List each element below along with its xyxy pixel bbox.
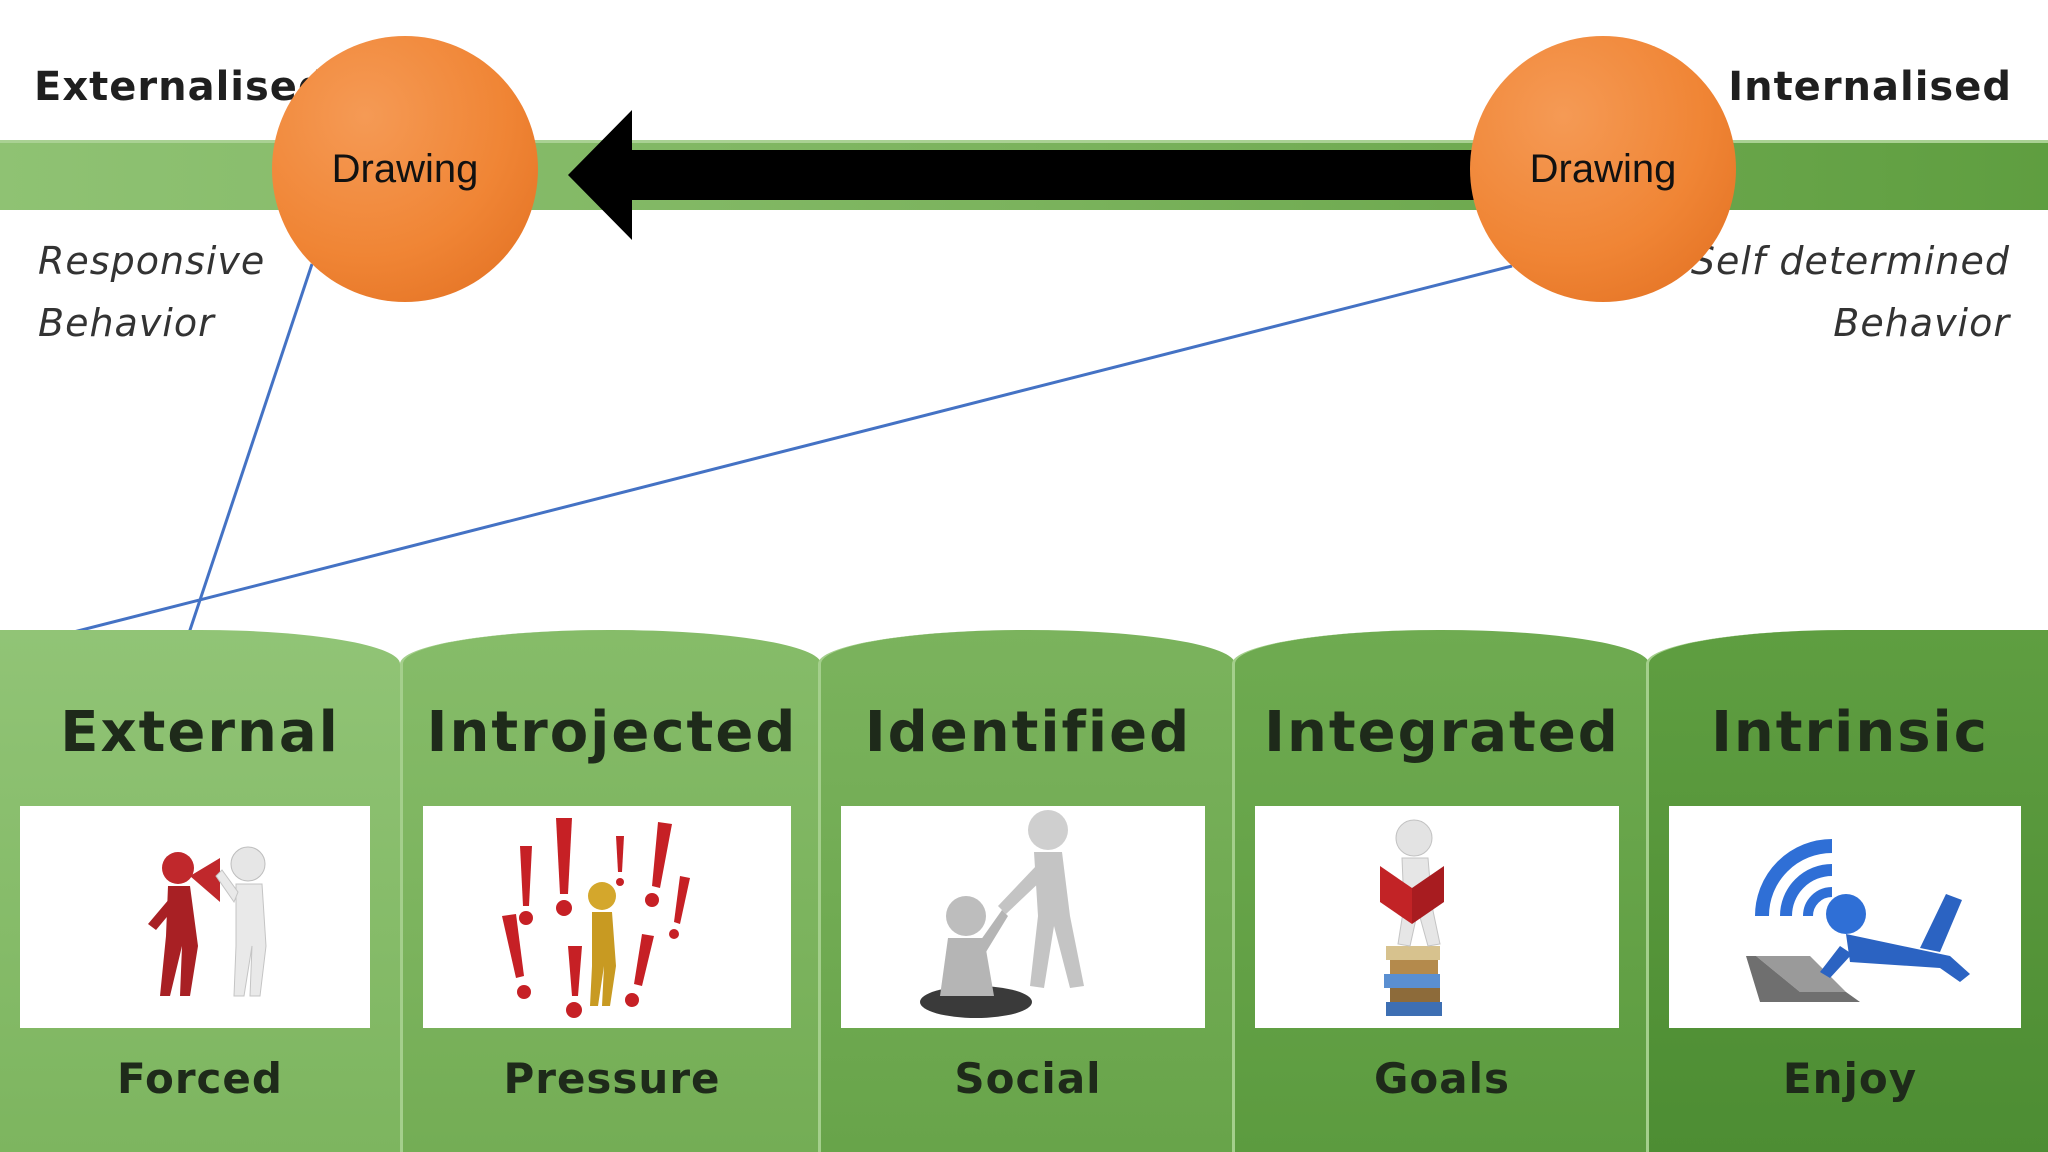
helping-hand-figures-icon: [920, 810, 1084, 1018]
card-image: [841, 806, 1205, 1028]
card-title: Intrinsic: [1711, 700, 1989, 765]
note-line: Behavior: [38, 301, 215, 345]
card-integrated: Integrated Goals: [1232, 630, 1649, 1152]
card-title: Identified: [864, 700, 1192, 765]
card-image: [1255, 806, 1619, 1028]
card-title: External: [60, 700, 340, 765]
externalised-label: Externalised: [34, 64, 328, 110]
card-intrinsic: Intrinsic Enjoy: [1646, 630, 2048, 1152]
marker-externalised[interactable]: Drawing: [272, 36, 538, 302]
laptop-wifi-figure-icon: [1746, 839, 1970, 1002]
exclamation-marks-figure-icon: [502, 818, 690, 1018]
card-title: Integrated: [1264, 700, 1620, 765]
note-line: Behavior: [1833, 301, 2010, 345]
reading-on-books-figure-icon: [1380, 819, 1444, 1016]
card-introjected: Introjected Pressure: [400, 630, 821, 1152]
direction-arrow: [568, 110, 1500, 240]
responsive-behavior-note: Responsive Behavior: [38, 230, 265, 354]
internalised-label: Internalised: [1728, 64, 2012, 110]
self-determined-behavior-note: Self determined Behavior: [1691, 230, 2010, 354]
card-subtitle: Pressure: [503, 1054, 721, 1103]
note-line: Self determined: [1690, 239, 2010, 283]
card-subtitle: Enjoy: [1782, 1054, 1918, 1103]
card-image: [1669, 806, 2021, 1028]
card-external: External Forced: [0, 630, 400, 1152]
connector-line-right: [57, 264, 1513, 638]
marker-internalised[interactable]: Drawing: [1470, 36, 1736, 302]
note-line: Responsive: [38, 239, 266, 283]
card-subtitle: Goals: [1373, 1054, 1511, 1103]
card-title: Introjected: [426, 700, 798, 765]
card-image: [20, 806, 370, 1028]
megaphone-shouting-figure-icon: [148, 846, 267, 997]
arrow-head-icon: [568, 110, 1500, 240]
card-identified: Identified Social: [818, 630, 1235, 1152]
connector-line-left: [186, 263, 314, 637]
card-subtitle: Forced: [116, 1054, 283, 1103]
card-subtitle: Social: [954, 1054, 1102, 1103]
continuum-band-highlight: [0, 140, 2048, 143]
card-image: [423, 806, 791, 1028]
